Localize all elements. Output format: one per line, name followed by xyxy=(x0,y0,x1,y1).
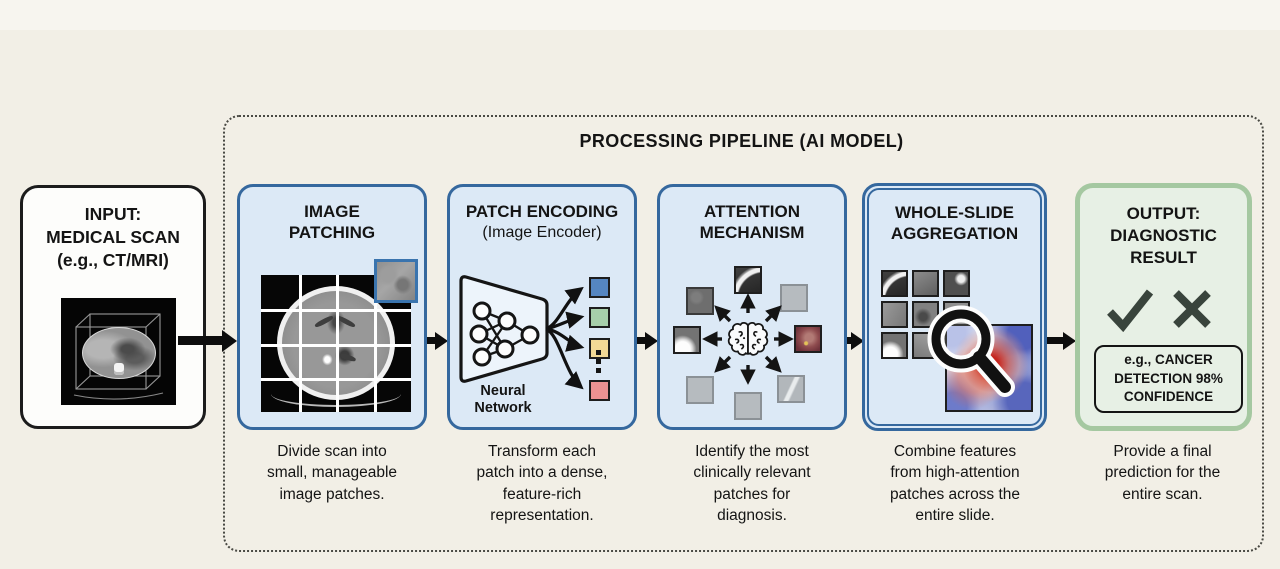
feature-square-green xyxy=(589,307,610,328)
attention-patch xyxy=(673,326,701,354)
attention-patch-highlighted xyxy=(794,325,822,353)
arrow-input-to-pipeline xyxy=(178,336,222,345)
arrow-stage2-to-stage3 xyxy=(637,337,645,344)
magnifier-icon xyxy=(927,305,1015,397)
attention-patch xyxy=(777,375,805,403)
feature-square-yellow xyxy=(589,338,610,359)
neural-network-label: Neural Network xyxy=(474,383,532,417)
grid-line xyxy=(261,309,411,313)
patch-callout-image xyxy=(374,259,418,303)
patch-cell xyxy=(881,270,908,297)
check-icon xyxy=(1107,289,1154,332)
stage1-title: IMAGE PATCHING xyxy=(288,202,376,242)
result-box: e.g., CANCER DETECTION 98% CONFIDENCE xyxy=(1094,345,1243,413)
patch-cell xyxy=(881,332,908,359)
ellipsis-dots xyxy=(596,350,601,377)
input-title: INPUT: MEDICAL SCAN (e.g., CT/MRI) xyxy=(23,203,203,272)
grid-line xyxy=(261,343,411,347)
neural-network-icon xyxy=(459,275,549,383)
stage-patch-encoding: PATCH ENCODING (Image Encoder) Neural Ne… xyxy=(447,184,637,430)
caption-patch-encoding: Transform each patch into a dense, featu… xyxy=(476,443,608,525)
patch-cell xyxy=(912,270,939,297)
feature-square-blue xyxy=(589,277,610,298)
stage5-title: OUTPUT: DIAGNOSTIC RESULT xyxy=(1110,204,1217,268)
attention-patch xyxy=(734,266,762,294)
patch-cell xyxy=(912,301,939,328)
arrow-stage1-to-stage2 xyxy=(427,337,435,344)
arrow-stage4-to-stage5 xyxy=(1047,337,1063,344)
input-title-line3: (e.g., CT/MRI) xyxy=(57,250,169,271)
medical-scan-image xyxy=(61,298,176,405)
stage2-title: PATCH ENCODING xyxy=(465,202,619,221)
patch-grid-image xyxy=(881,270,973,362)
ventricle-detail xyxy=(313,314,335,329)
patch-cell xyxy=(881,301,908,328)
ct-grid-image xyxy=(261,259,418,412)
attention-arrows xyxy=(702,293,794,385)
arrow-stage3-to-stage4 xyxy=(845,337,851,344)
feature-vector-arrows xyxy=(545,286,585,390)
input-title-line2: MEDICAL SCAN xyxy=(46,227,180,248)
input-title-line1: INPUT: xyxy=(84,204,142,224)
stage-attention-mechanism: ATTENTION MECHANISM xyxy=(657,184,847,430)
caption-aggregation: Combine features from high-attention pat… xyxy=(889,443,1021,525)
stage-image-patching: IMAGE PATCHING xyxy=(237,184,427,430)
stage3-title: ATTENTION MECHANISM xyxy=(699,202,805,242)
stage-output-result: OUTPUT: DIAGNOSTIC RESULT e.g., CANCER D… xyxy=(1075,183,1252,431)
feature-square-pink xyxy=(589,380,610,401)
input-box: INPUT: MEDICAL SCAN (e.g., CT/MRI) xyxy=(20,185,206,429)
cross-icon xyxy=(1173,290,1211,328)
vertebra-detail xyxy=(114,363,124,375)
grid-line xyxy=(261,377,411,381)
attention-patch xyxy=(686,376,714,404)
caption-image-patching: Divide scan into small, manageable image… xyxy=(266,443,398,503)
ventricle-detail xyxy=(339,352,357,363)
patch-cell xyxy=(943,270,970,297)
stage4-title: WHOLE-SLIDE AGGREGATION xyxy=(890,203,1019,243)
attention-patch xyxy=(686,287,714,315)
attention-patch xyxy=(780,284,808,312)
pipeline-title: PROCESSING PIPELINE (AI MODEL) xyxy=(579,131,904,151)
caption-output: Provide a final prediction for the entir… xyxy=(1104,443,1221,503)
attention-patch xyxy=(734,392,762,420)
stage2-subtitle: (Image Encoder) xyxy=(482,223,602,241)
brain-icon xyxy=(727,322,769,356)
stage-whole-slide-aggregation: WHOLE-SLIDE AGGREGATION xyxy=(862,183,1047,431)
ct-axial-image xyxy=(82,327,156,379)
result-label: e.g., CANCER DETECTION 98% CONFIDENCE xyxy=(1114,351,1223,405)
caption-attention: Identify the most clinically relevant pa… xyxy=(693,443,811,525)
